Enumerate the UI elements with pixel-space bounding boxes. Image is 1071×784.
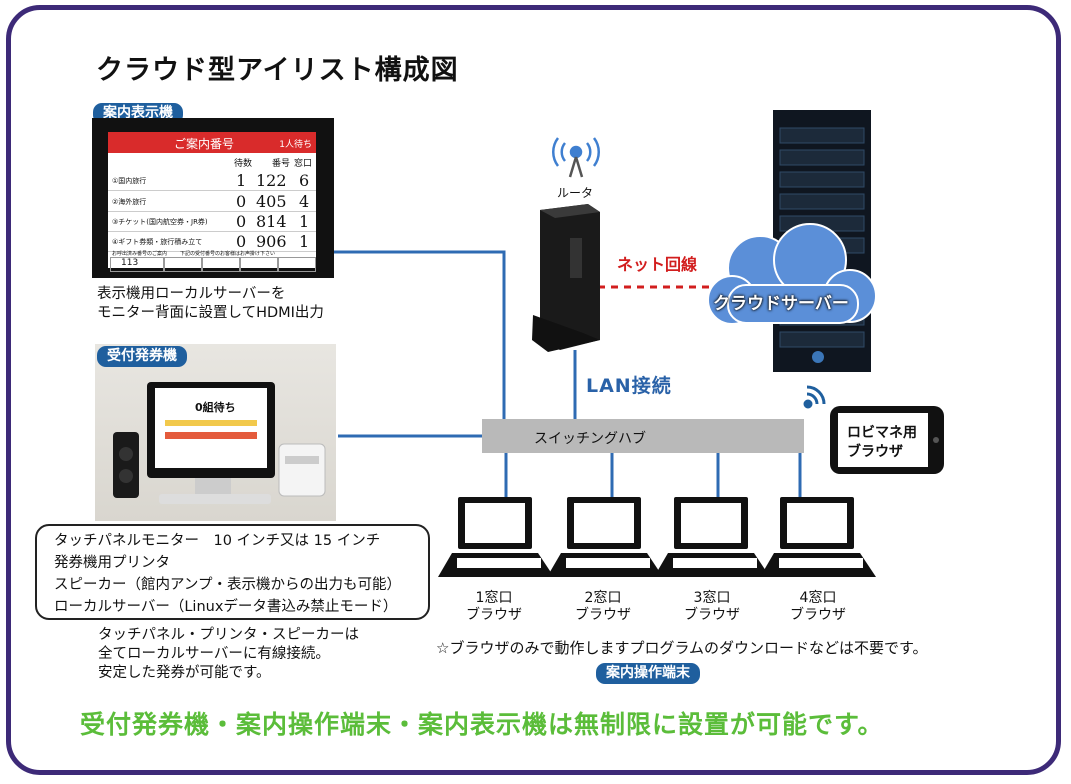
caption-line: 安定した発券が可能です。 <box>98 665 271 681</box>
row-num: 814 <box>256 212 287 231</box>
tablet-wifi-icon <box>803 385 826 409</box>
window-label-4: 4窓口 ブラウザ <box>778 590 858 624</box>
row-window: 4 <box>299 192 310 211</box>
row-window: 6 <box>299 171 310 190</box>
display-header-title: ご案内番号 <box>174 137 235 151</box>
window-browser: ブラウザ <box>790 607 846 623</box>
row-wait: 0 <box>236 232 247 251</box>
tablet-icon <box>830 406 944 474</box>
operation-tag: 案内操作端末 <box>596 663 700 684</box>
empty-cell <box>278 257 316 272</box>
tablet-label: ロビマネ用 ブラウザ <box>847 424 917 462</box>
ticket-specs-box: タッチパネルモニター 10 インチ又は 15 インチ 発券機用プリンタ スピーカ… <box>35 524 430 620</box>
display-board: ご案内番号 1人待ち 待数 番号 窓口 ①国内旅行 1 122 6 ②海外旅行 … <box>92 118 334 278</box>
display-caption: 表示機用ローカルサーバーを モニター背面に設置してHDMI出力 <box>97 285 324 323</box>
tablet-label-line: ロビマネ用 <box>847 425 917 441</box>
row-num: 405 <box>256 192 287 211</box>
display-footer-right: 下記の受付番号のお客様はお声掛け下さい <box>180 251 276 257</box>
window-name: 2窓口 <box>584 590 622 606</box>
window-browser: ブラウザ <box>684 607 740 623</box>
cloud-server-label: クラウドサーバー <box>713 294 849 314</box>
kiosk-illustration <box>113 382 326 504</box>
kiosk-screen-text: 0組待ち <box>195 401 236 414</box>
page-title: クラウド型アイリスト構成図 <box>96 55 459 86</box>
switching-hub: スイッチングハブ <box>482 419 804 453</box>
net-line-label: ネット回線 <box>617 255 698 274</box>
caption-line: モニター背面に設置してHDMI出力 <box>97 305 324 321</box>
window-name: 1窓口 <box>475 590 513 606</box>
display-row: ②海外旅行 0 405 4 <box>108 191 316 212</box>
empty-cell <box>202 257 240 272</box>
ticket-caption: タッチパネル・プリンタ・スピーカーは 全てローカルサーバーに有線接続。 安定した… <box>98 626 359 683</box>
empty-cell <box>240 257 278 272</box>
window-label-1: 1窓口 ブラウザ <box>454 590 534 624</box>
display-row: ④ギフト券類・旅行積み立て 0 906 1 <box>108 231 316 252</box>
spec-line: タッチパネルモニター 10 インチ又は 15 インチ <box>54 533 381 549</box>
window-browser: ブラウザ <box>575 607 631 623</box>
caption-line: タッチパネル・プリンタ・スピーカーは <box>98 627 359 643</box>
display-connection-line <box>334 250 506 419</box>
row-window: 1 <box>299 232 310 251</box>
spec-line: 発券機用プリンタ <box>54 555 170 571</box>
window-label-3: 3窓口 ブラウザ <box>672 590 752 624</box>
called-number: 113 <box>110 257 164 272</box>
row-wait: 0 <box>236 192 247 211</box>
display-header-waiting: 1人待ち <box>279 140 312 150</box>
caption-line: 表示機用ローカルサーバーを <box>97 286 286 302</box>
spec-line: スピーカー（館内アンプ・表示機からの出力も可能） <box>54 577 401 593</box>
row-wait: 1 <box>236 171 247 190</box>
row-name: ③チケット(国内航空券・JR券) <box>112 218 208 226</box>
col-window: 窓口 <box>294 159 313 169</box>
lan-label: LAN接続 <box>586 375 672 397</box>
row-num: 906 <box>256 232 287 251</box>
row-wait: 0 <box>236 212 247 231</box>
kiosk-photo: 0組待ち <box>95 344 336 521</box>
router-label: ルータ <box>557 186 594 200</box>
ticket-tag: 受付発券機 <box>97 346 187 367</box>
window-label-2: 2窓口 ブラウザ <box>563 590 643 624</box>
hub-label: スイッチングハブ <box>534 431 646 447</box>
display-header: ご案内番号 1人待ち <box>108 132 316 153</box>
laptop-icon-3 <box>654 497 770 577</box>
row-name: ②海外旅行 <box>112 198 147 206</box>
laptop-icon-4 <box>760 497 876 577</box>
spec-line: ローカルサーバー（Linuxデータ書込み禁止モード） <box>54 599 398 615</box>
window-name: 3窓口 <box>693 590 731 606</box>
browser-note: ☆ブラウザのみで動作しますプログラムのダウンロードなどは不要です。 <box>436 639 928 657</box>
row-name: ④ギフト券類・旅行積み立て <box>112 238 203 246</box>
router-icon <box>532 204 600 352</box>
wifi-antenna-icon <box>552 137 600 178</box>
laptop-icon-2 <box>547 497 663 577</box>
cloud-icon <box>707 223 877 325</box>
display-footer-left: お呼出済み番号のご案内 <box>112 251 168 257</box>
bottom-message: 受付発券機・案内操作端末・案内表示機は無制限に設置が可能です。 <box>80 710 884 739</box>
display-row: ③チケット(国内航空券・JR券) 0 814 1 <box>108 211 316 232</box>
laptop-icon-1 <box>438 497 554 577</box>
row-name: ①国内旅行 <box>112 177 147 185</box>
col-num: 番号 <box>272 159 291 169</box>
page-frame <box>6 5 1061 775</box>
empty-cell <box>164 257 202 272</box>
window-name: 4窓口 <box>799 590 837 606</box>
display-row: ①国内旅行 1 122 6 <box>108 170 316 191</box>
col-wait: 待数 <box>234 159 253 169</box>
window-browser: ブラウザ <box>466 607 522 623</box>
caption-line: 全てローカルサーバーに有線接続。 <box>98 646 330 662</box>
row-window: 1 <box>299 212 310 231</box>
row-num: 122 <box>256 171 287 190</box>
tablet-label-line: ブラウザ <box>847 444 903 460</box>
